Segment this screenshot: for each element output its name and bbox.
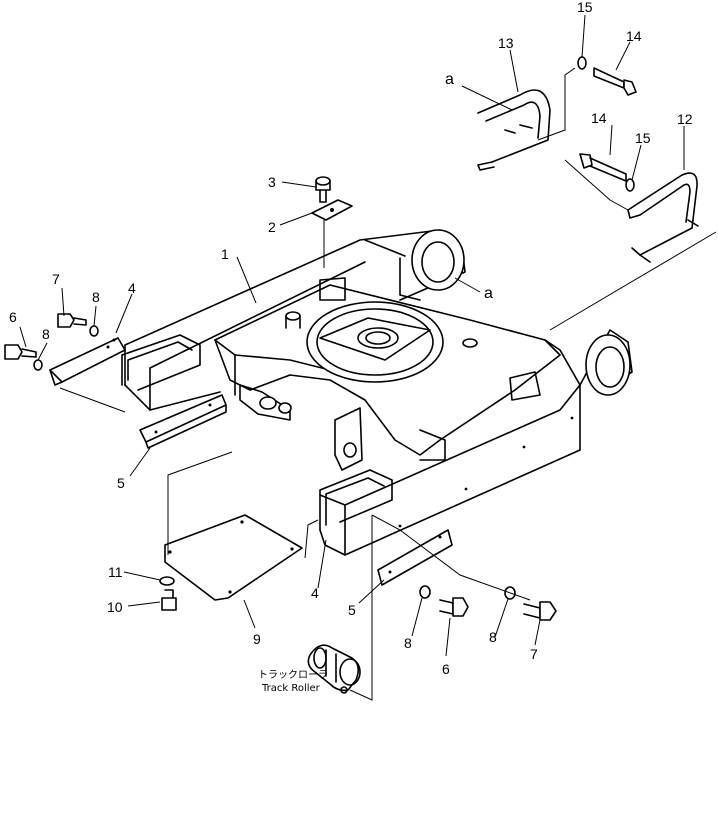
- reference-a-upper: a: [445, 71, 454, 88]
- callout-part-8-front-right: 8: [489, 629, 497, 645]
- callout-part-8-rear-upper: 8: [92, 289, 100, 305]
- track-roller: [307, 644, 361, 694]
- callout-part-8-front-left: 8: [404, 635, 412, 651]
- bolt-3: [315, 176, 331, 203]
- cover-plate-9: [164, 514, 303, 601]
- callout-part-14-upper: 14: [626, 28, 642, 44]
- bolt-6-rear: [4, 344, 37, 360]
- bolt-7-rear: [57, 313, 87, 328]
- assembly-lines: [59, 67, 717, 701]
- front-guard-5: [377, 529, 453, 586]
- track-frame: [121, 229, 633, 556]
- callout-part-7-front: 7: [530, 646, 538, 662]
- guard-12: [627, 172, 699, 263]
- callout-part-6-rear: 6: [9, 309, 17, 325]
- washer-15-upper: [577, 56, 587, 70]
- callout-part-11: 11: [108, 564, 123, 580]
- callout-part-7-rear: 7: [52, 271, 60, 287]
- callout-part-9: 9: [253, 631, 261, 647]
- bolt-7-front: [523, 601, 557, 621]
- callout-part-15-lower: 15: [635, 130, 651, 146]
- bolt-14-upper: [593, 67, 637, 96]
- callout-part-4-rear: 4: [128, 280, 136, 296]
- callout-part-13: 13: [498, 35, 514, 51]
- callout-part-3: 3: [268, 174, 276, 190]
- callout-part-6-front: 6: [442, 661, 450, 677]
- washer-15-lower: [625, 178, 635, 192]
- callout-part-8-rear-lower: 8: [42, 326, 50, 342]
- callout-part-2: 2: [268, 219, 276, 235]
- leader-lines: [19, 14, 685, 657]
- track-roller-label-en: Track Roller: [262, 683, 320, 694]
- callout-part-1: 1: [221, 246, 229, 262]
- callout-part-5-rear: 5: [117, 475, 125, 491]
- reference-a-lower: a: [484, 285, 493, 302]
- guard-13: [477, 89, 551, 171]
- washer-8-rear-b: [89, 325, 99, 337]
- track-roller-label-jp: トラックローラ: [258, 670, 328, 681]
- callout-part-15-upper: 15: [577, 0, 593, 15]
- rear-guard-5: [139, 394, 227, 449]
- washer-8-front-a: [419, 585, 431, 599]
- callout-part-12: 12: [677, 111, 693, 127]
- callout-part-5-front: 5: [348, 602, 356, 618]
- bolt-6-front: [439, 597, 469, 617]
- washer-8-rear-a: [33, 359, 43, 371]
- callout-part-14-lower: 14: [591, 110, 607, 126]
- rear-guard-4: [49, 337, 126, 386]
- bolt-10: [161, 589, 177, 611]
- washer-11: [159, 576, 175, 586]
- callout-part-10: 10: [107, 599, 123, 615]
- callout-part-4-front: 4: [311, 585, 319, 601]
- bolt-14-lower: [579, 153, 627, 182]
- plate-2: [311, 199, 353, 221]
